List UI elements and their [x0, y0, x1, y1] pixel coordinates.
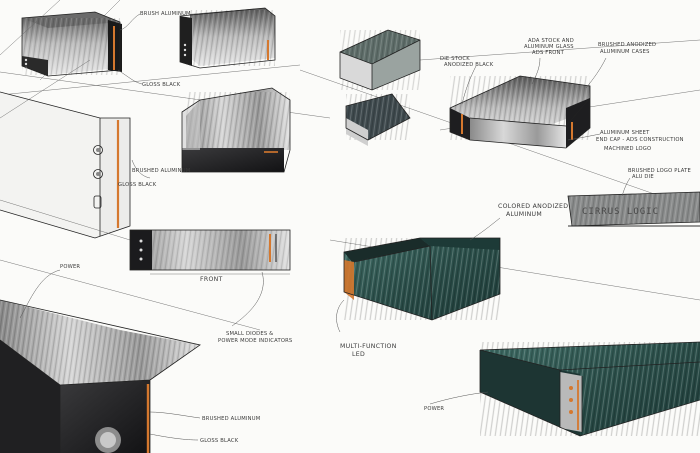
label-gloss-black-a4: GLOSS BLACK	[200, 438, 239, 444]
label-brush-aluminum: BRUSH ALUMINUM	[140, 11, 191, 17]
label-gloss-black: GLOSS BLACK	[142, 82, 181, 88]
sketch-b2-logo-plate	[567, 177, 700, 227]
label-ada-stock: ADA STOCK AND	[528, 38, 574, 44]
sketch-a1b-brushed-box	[179, 7, 276, 69]
label-power-b3: POWER	[424, 406, 444, 412]
sketch-b3-teal-box	[336, 217, 501, 333]
label-logo-plate: BRUSHED LOGO PLATE	[628, 168, 691, 174]
label-multi-function: MULTI-FUNCTION	[340, 343, 397, 350]
label-ads-front: ADS FRONT	[532, 50, 565, 56]
label-aluminum-b3: ALUMINUM	[506, 211, 542, 218]
sketch-b1-small-box	[339, 29, 421, 91]
label-brushed-anodized: BRUSHED ANODIZED	[598, 42, 656, 48]
label-power-a4: POWER	[60, 264, 80, 270]
sketch-b4-teal-box	[429, 341, 700, 437]
label-gloss-black-a2: GLOSS BLACK	[118, 182, 157, 188]
label-anodized-black: ANODIZED BLACK	[444, 62, 494, 68]
label-led: LED	[352, 351, 365, 358]
label-aluminum-cases: ALUMINUM CASES	[600, 49, 650, 55]
label-brushed-aluminum-a4: BRUSHED ALUMINUM	[202, 416, 260, 422]
label-logo-plate-2: ALU DIE	[632, 174, 654, 180]
sketch-a4-closeup	[0, 269, 201, 453]
label-die-stock: DIE STOCK	[440, 56, 470, 62]
sketch-a3-front-view	[129, 229, 291, 327]
sketch-a2b-brushed-box	[131, 87, 291, 179]
sketch-a2-wireframe-box	[0, 59, 131, 241]
label-colored-anodized: COLORED ANODIZED	[498, 203, 568, 210]
label-machined-logo: MACHINED LOGO	[604, 146, 651, 152]
label-front: FRONT	[200, 276, 223, 283]
sketch-b1c-brushed-box	[449, 57, 607, 149]
label-end-cap: END CAP - ADS CONSTRUCTION	[596, 137, 684, 143]
label-power-mode: POWER MODE INDICATORS	[218, 338, 292, 344]
sketch-a1-brushed-box	[0, 0, 143, 85]
label-aluminum-glass: ALUMINUM GLASS	[524, 44, 574, 50]
label-aluminum-sheet: ALUMINUM SHEET	[600, 130, 650, 136]
sketch-b1b-small-box	[345, 93, 411, 146]
label-brushed-aluminum-a2: BRUSHED ALUMINUM	[132, 168, 190, 174]
label-small-diodes: SMALL DIODES &	[226, 331, 273, 337]
brand-plate-text: CIRRUS LOGIC	[582, 207, 659, 217]
